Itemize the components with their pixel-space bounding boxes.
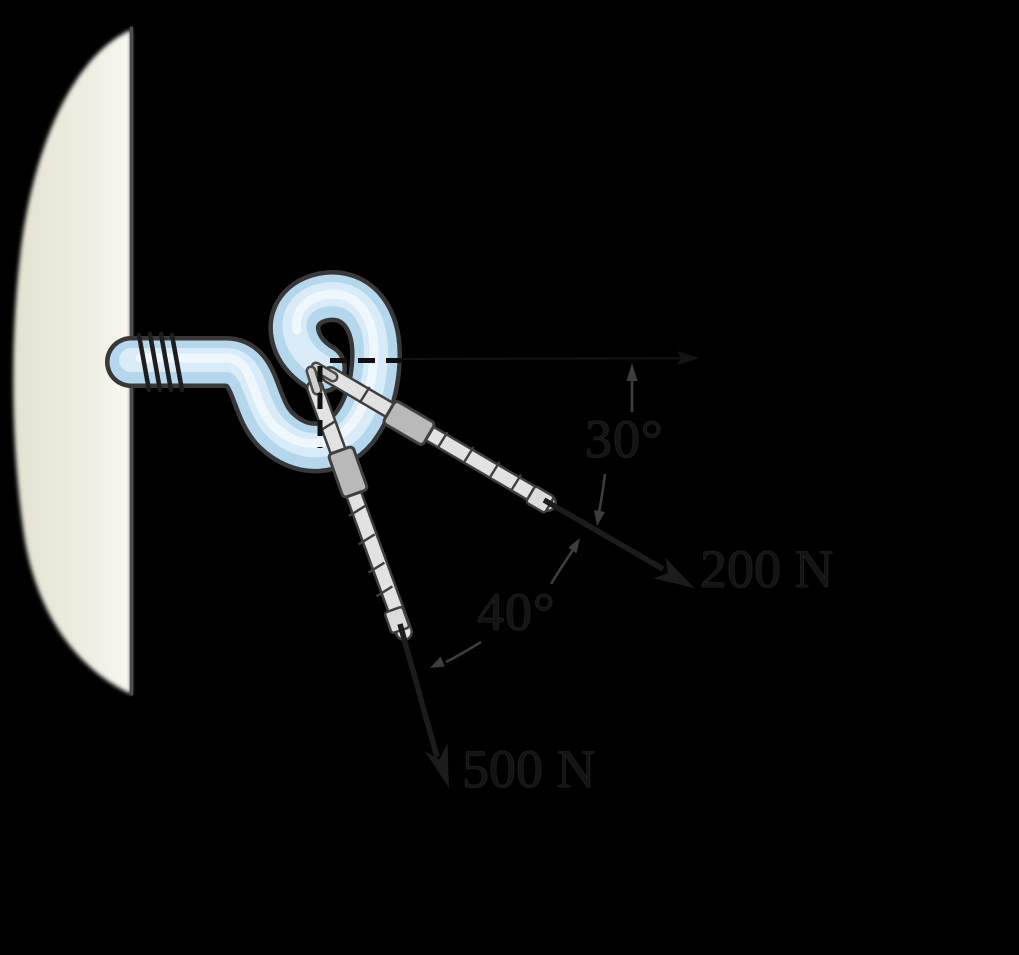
angle-30-label: 30° xyxy=(585,409,664,469)
force-arrow-500n xyxy=(397,623,449,788)
angle-40-leader-lower xyxy=(445,640,482,664)
cable-200n-body xyxy=(323,368,555,510)
cable-500n xyxy=(305,365,413,641)
cable-500n-end-collar xyxy=(383,606,411,634)
angle-30-leader-down-head-icon xyxy=(594,510,605,526)
cable-200n xyxy=(310,361,557,514)
cable-200n-twist-marks xyxy=(358,386,523,492)
reference-thin-line xyxy=(399,357,683,360)
angle-40-leaders xyxy=(430,538,580,668)
reference-arrowhead-icon xyxy=(677,351,700,365)
horizontal-reference xyxy=(399,351,700,365)
cable-500n-twist-marks xyxy=(319,419,394,598)
force-arrow-200n xyxy=(542,497,694,588)
force-200-label: 200 N xyxy=(700,539,834,599)
angle-40-leader-lower-head-icon xyxy=(430,656,445,668)
angle-30-leaders xyxy=(594,363,638,526)
angle-40-leader-upper xyxy=(549,549,575,585)
wall-surface xyxy=(13,30,131,694)
dashed-lines xyxy=(317,358,408,448)
turnbuckle-500n xyxy=(327,445,369,499)
force-arrow-500n-shaft xyxy=(397,623,440,758)
angle-30-leader-down xyxy=(597,473,607,513)
turnbuckle-200n xyxy=(382,400,436,446)
force-arrow-200n-shaft xyxy=(542,497,665,572)
force-arrow-500n-head-icon xyxy=(424,743,449,788)
force-500-label: 500 N xyxy=(462,739,596,799)
cable-500n-eyelet-fill xyxy=(308,368,320,393)
force-arrow-200n-head-icon xyxy=(653,557,694,588)
angle-40-label: 40° xyxy=(477,582,556,642)
angle-30-leader-up-head-icon xyxy=(626,363,638,381)
angle-40-leader-upper-head-icon xyxy=(568,538,580,554)
hook-threads-icon xyxy=(136,331,185,393)
